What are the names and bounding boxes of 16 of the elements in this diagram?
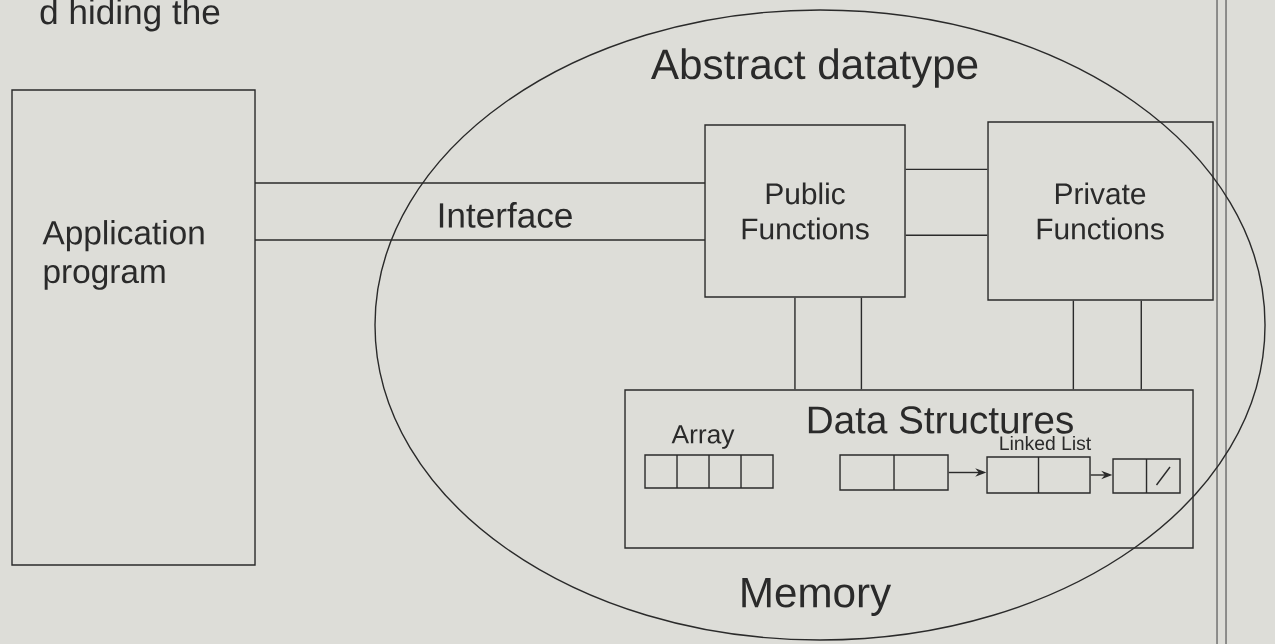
connector-line [1140, 300, 1142, 390]
connector-line [905, 168, 989, 171]
list-node [986, 456, 1091, 494]
function-box: Public Functions [704, 124, 906, 298]
function-box: Private Functions [987, 121, 1214, 301]
note-text: Linked List [1000, 435, 1092, 451]
list-node [1112, 458, 1181, 494]
list-node [839, 454, 949, 491]
interface-channel: Interface [254, 182, 706, 241]
node-label: Array [671, 425, 735, 449]
connector-line [860, 297, 863, 390]
connector-line [1072, 300, 1075, 390]
array-drawing: Array [644, 425, 774, 489]
program-box: Application program [11, 89, 256, 566]
connector-line [905, 234, 989, 236]
connector-line [794, 297, 796, 390]
